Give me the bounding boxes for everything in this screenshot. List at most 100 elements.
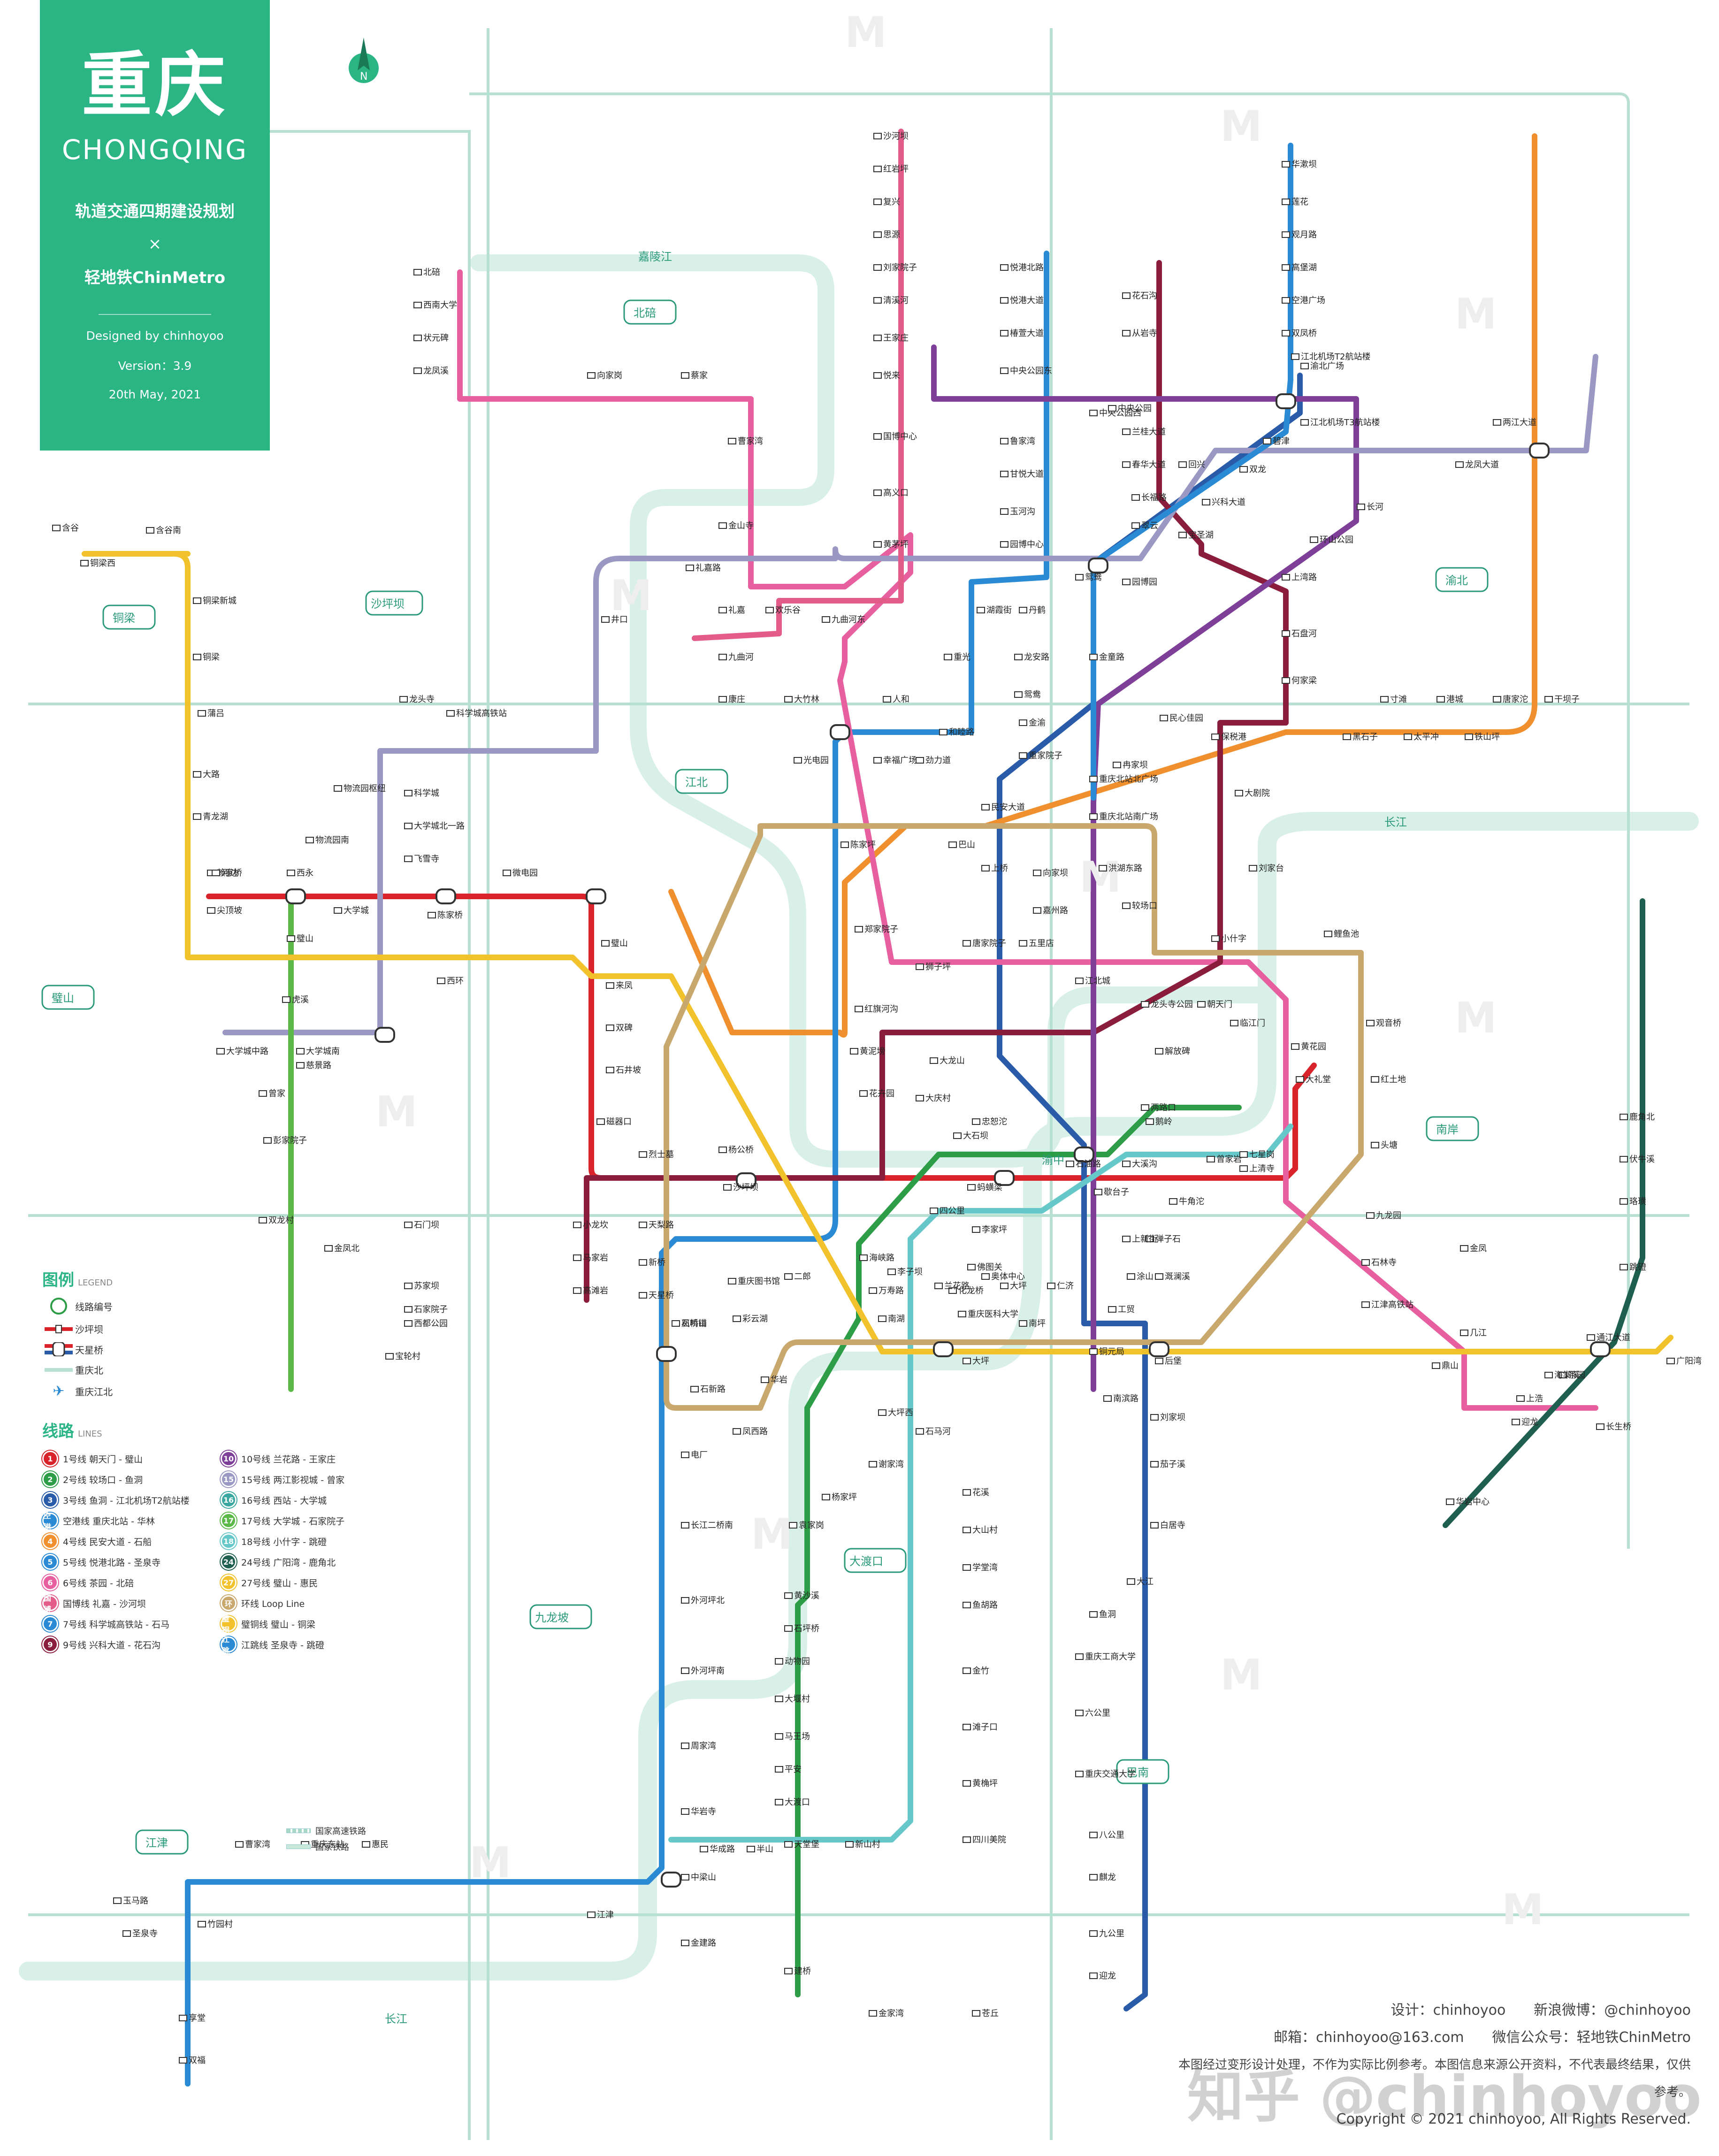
station-marker (1103, 1395, 1112, 1402)
station-label: 蔡家 (691, 371, 708, 381)
station-marker (944, 654, 952, 660)
station-marker (1436, 696, 1445, 703)
station-label: 民安大道 (991, 803, 1025, 812)
line-2-path (795, 1105, 1242, 1997)
line-label: 3号线 鱼洞 - 江北机场T2航站楼 (63, 1495, 190, 1506)
station-label: 石井坡 (616, 1065, 641, 1075)
line-label: 6号线 茶园 - 北碚 (63, 1578, 134, 1589)
station-label: 上湾路 (1291, 573, 1317, 582)
station-label: 人和 (893, 695, 909, 704)
station-label: 半山 (756, 1844, 773, 1854)
station-marker (1544, 696, 1553, 703)
station-marker (1296, 1076, 1304, 1083)
station-label: 鹅岭 (1155, 1117, 1172, 1127)
line-18-path (668, 1124, 1293, 1843)
station-label: 牛角沱 (1179, 1197, 1204, 1207)
station-label: 七星岗 (1249, 1150, 1275, 1160)
station-label: 黄泥塝 (860, 1047, 885, 1056)
station-label: 上清寺 (1249, 1164, 1275, 1174)
station-label: 湖霞街 (986, 605, 1012, 615)
station-labels: 沙河坝红岩坪复兴思源刘家院子清溪河王家庄悦来国博中心高义口黄茅坪欢乐谷九曲河东悦… (52, 131, 1702, 2065)
station-marker (718, 607, 727, 613)
station-marker (1493, 696, 1501, 703)
line-badge-icon: 16 (221, 1492, 237, 1508)
station-label: 园博中心 (1010, 540, 1044, 550)
station-marker (981, 865, 990, 872)
station-marker (1310, 536, 1318, 543)
station-label: 礼嘉 (728, 605, 745, 615)
station-label: 黄花园 (1301, 1042, 1326, 1052)
station-marker (1000, 438, 1008, 444)
station-marker (963, 940, 971, 947)
station-label: 圣泉寺 (132, 1929, 158, 1939)
station-marker (259, 1217, 267, 1223)
transfer-station (435, 888, 456, 904)
legend-line-国博: 国博国博线 礼嘉 - 沙河坝 (42, 1594, 211, 1614)
station-marker (146, 527, 154, 534)
station-marker (784, 1968, 793, 1974)
station-label: 苍丘 (982, 2009, 999, 2018)
line-label: 1号线 朝天门 - 璧山 (63, 1454, 143, 1465)
station-label: 九曲河 (728, 652, 754, 662)
station-label: 几江 (1470, 1328, 1487, 1338)
station-marker (1122, 1236, 1131, 1242)
station-marker (686, 565, 694, 571)
station-label: 学堂湾 (972, 1563, 998, 1573)
station-label: 大渡口 (785, 1797, 810, 1807)
station-marker (1178, 461, 1187, 468)
station-marker (1460, 1330, 1468, 1336)
station-marker (784, 1841, 793, 1848)
station-label: 玉河沟 (1010, 507, 1035, 517)
station-label: 向家坝 (1043, 868, 1068, 878)
station-marker (1207, 1156, 1215, 1162)
station-marker (963, 1724, 971, 1730)
station-marker (573, 1254, 581, 1261)
station-marker (878, 1315, 886, 1322)
station-label: 沙坪坝 (733, 1183, 758, 1193)
station-label: 石门坝 (414, 1220, 439, 1230)
station-label: 两路口 (1151, 1103, 1176, 1113)
station-label: 大竹林 (794, 695, 819, 704)
station-marker (1127, 1273, 1135, 1280)
station-marker (193, 654, 201, 660)
station-label: 复兴 (883, 197, 900, 207)
station-marker (1155, 1273, 1163, 1280)
station-marker (728, 438, 736, 444)
station-marker (855, 1006, 863, 1012)
station-marker (690, 1386, 699, 1392)
station-label: 新桥 (649, 1258, 665, 1268)
station-label: 物流园枢纽 (344, 784, 386, 794)
station-label: 重庆图书馆 (738, 1277, 780, 1286)
station-label: 来凤 (616, 981, 633, 991)
yangtze-river (19, 812, 1699, 1980)
station-marker (1512, 1419, 1520, 1425)
station-marker (934, 1283, 943, 1289)
station-label: 头塘 (1381, 1140, 1398, 1150)
line-10-path (931, 344, 1359, 1392)
station-marker (1108, 405, 1116, 412)
station-label: 陈家坪 (850, 840, 876, 850)
station-label: 劲力道 (925, 756, 951, 765)
station-marker (939, 729, 947, 735)
station-marker (681, 1743, 689, 1749)
station-marker (193, 813, 201, 820)
station-label: 幸福广场 (883, 756, 917, 765)
line-badge-icon: 5 (42, 1554, 58, 1570)
river-label: 嘉陵江 (638, 250, 672, 263)
station-label: 碧津 (1273, 436, 1290, 446)
station-label: 刘家坝 (1160, 1413, 1185, 1422)
station-label: 跳磴 (1629, 1262, 1646, 1272)
station-marker (681, 1597, 689, 1604)
station-label: 华漱坝 (1291, 160, 1317, 169)
station-label: 铜梁西 (90, 558, 115, 568)
station-marker (1263, 438, 1271, 444)
station-label: 港城 (1446, 695, 1463, 704)
line-badge-icon: 6 (42, 1575, 58, 1590)
station-label: 中央公园 (1118, 404, 1152, 413)
station-marker (334, 785, 342, 792)
station-label: 较场口 (1132, 901, 1157, 911)
